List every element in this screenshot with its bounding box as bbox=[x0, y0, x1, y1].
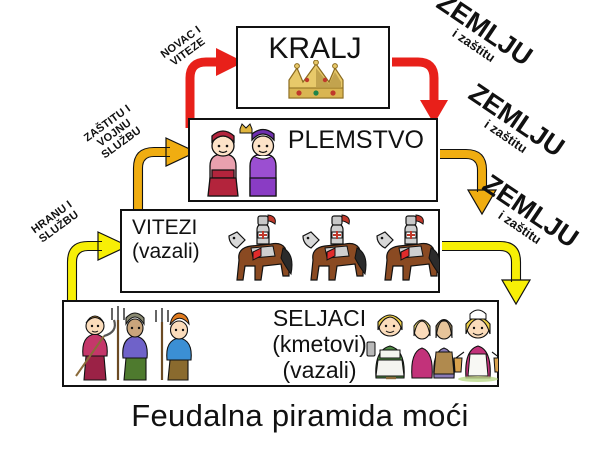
flow-caption-zemlju-2: ZEMLJU i zaštitu bbox=[439, 67, 586, 185]
tier-label-vitezi-main: VITEZI bbox=[132, 216, 198, 239]
flow-caption-zemlju-3: ZEMLJU i zaštitu bbox=[453, 158, 600, 276]
arrow-down-zemlju-3 bbox=[442, 241, 532, 306]
flow-caption-zemlju-3-big: ZEMLJU bbox=[477, 168, 584, 254]
crown-icon bbox=[288, 60, 344, 99]
diagram-title: Feudalna piramida moći bbox=[131, 398, 469, 433]
tier-box-kralj[interactable]: KRALJ bbox=[236, 26, 390, 109]
peasant-milkmaid bbox=[453, 309, 498, 382]
peasant-with-pitchfork-2 bbox=[155, 308, 192, 381]
tier-label-vitezi: VITEZI (vazali) bbox=[132, 216, 200, 263]
flow-caption-zemlju-1-big: ZEMLJU bbox=[431, 0, 538, 72]
mounted-knight-icon bbox=[228, 214, 439, 281]
flow-caption-hranu: HRANU I SLUŽBU bbox=[10, 185, 102, 261]
tier-label-seljaci-main: SELJACI bbox=[272, 305, 367, 331]
tier-label-plemstvo: PLEMSTVO bbox=[287, 126, 424, 154]
tier-box-plemstvo[interactable]: PLEMSTVO bbox=[188, 118, 438, 202]
arrow-down-zemlju-1 bbox=[392, 57, 448, 124]
peasant-women-pair bbox=[411, 319, 455, 379]
tier-label-vitezi-sub: (vazali) bbox=[132, 239, 200, 263]
flow-caption-zastitu: ZAŠTITU I VOJNU SLUŽBU bbox=[62, 89, 167, 179]
tier-label-seljaci-sub: (kmetovi) bbox=[272, 330, 367, 357]
tier-label-seljaci-sub2: (vazali) bbox=[282, 356, 357, 383]
peasant-with-pitchfork-1 bbox=[111, 306, 148, 381]
tier-label-kralj: KRALJ bbox=[268, 32, 362, 65]
tier-box-seljaci[interactable]: SELJACI (kmetovi) (vazali) bbox=[62, 300, 499, 387]
peasant-icon-group-left bbox=[75, 306, 192, 381]
flow-caption-novac: NOVAC I VITEZE bbox=[139, 10, 231, 86]
peasant-with-scythe bbox=[75, 315, 116, 381]
tier-box-vitezi[interactable]: VITEZI (vazali) bbox=[120, 209, 440, 293]
tier-label-seljaci: SELJACI (kmetovi) (vazali) bbox=[252, 305, 387, 383]
